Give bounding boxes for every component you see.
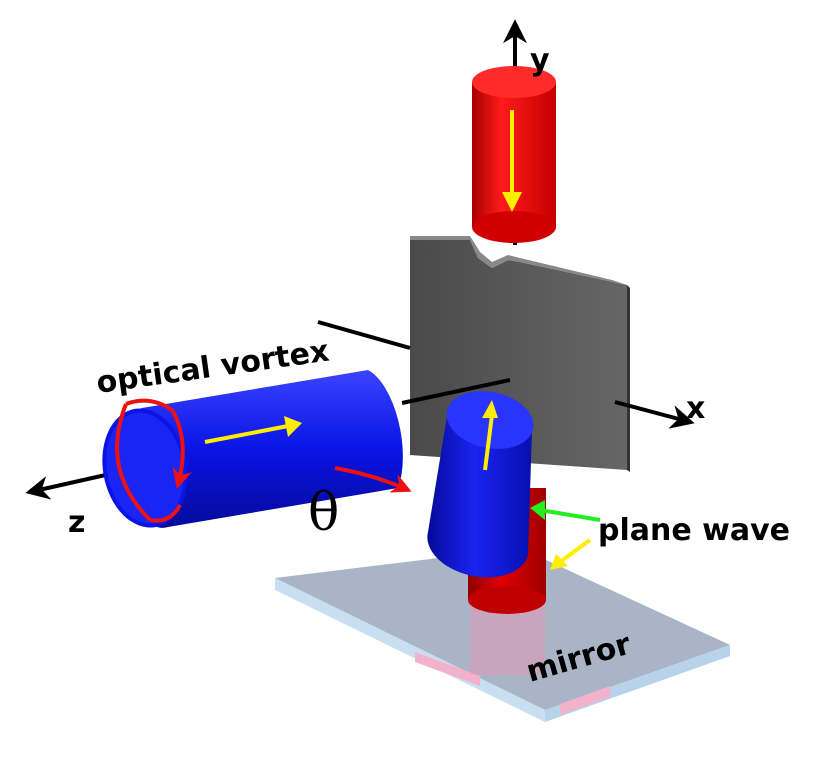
plane-wave-label: plane wave	[598, 513, 790, 548]
optical-vortex-beam	[102, 370, 403, 528]
axis-x-label: x	[686, 391, 705, 426]
yellow-pointer-icon	[550, 554, 568, 570]
mirror-reflection-red	[415, 652, 480, 686]
plane-wave-pointers	[530, 500, 601, 570]
red-incident-beam	[472, 66, 556, 243]
down-arrow-icon	[502, 192, 522, 212]
up-arrow-icon	[482, 400, 498, 418]
x-axis	[614, 400, 695, 429]
green-pointer-icon	[530, 500, 545, 520]
theta-label: θ	[308, 483, 339, 543]
theta-rotation-arrow	[334, 466, 412, 493]
tilted-vortex-beam	[427, 391, 534, 578]
right-arrow-icon	[284, 416, 302, 437]
axis-z-label: z	[68, 505, 85, 540]
axis-y-label: y	[530, 43, 550, 78]
mirror-plate	[275, 548, 730, 722]
